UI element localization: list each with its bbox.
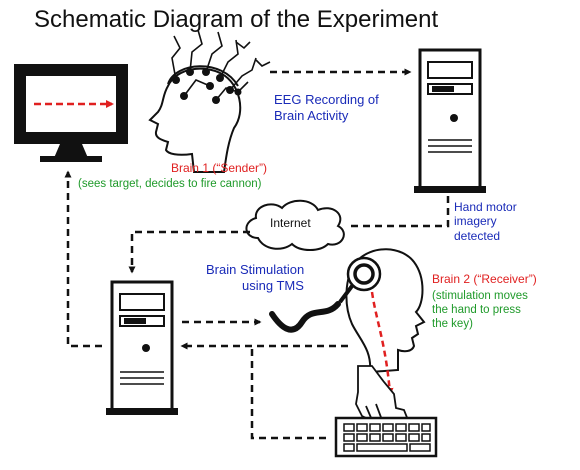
stimulation-label: Brain Stimulation using TMS: [206, 262, 338, 293]
diagram-title: Schematic Diagram of the Experiment: [34, 6, 439, 33]
tms-coil-icon: [269, 256, 382, 333]
brain2-description: (stimulation moves the hand to press the…: [432, 290, 528, 331]
computer-tower-icon: [106, 280, 178, 415]
brain1-description: (sees target, decides to fire cannon): [78, 178, 262, 190]
eeg-label-line: Brain Activity: [274, 107, 349, 123]
hand-motor-line: detected: [454, 228, 501, 243]
keyboard-icon: [334, 416, 438, 458]
eeg-cap-icon: [167, 29, 271, 104]
hand-icon: [355, 365, 410, 426]
brain2-description-line: the hand to press: [432, 303, 521, 316]
brain2-description-line: the key): [432, 317, 473, 330]
sender-head-icon: [148, 67, 242, 173]
stimulation-line: using TMS: [242, 277, 304, 293]
computer-tower-icon: [414, 48, 486, 193]
stimulation-line: Brain Stimulation: [206, 262, 305, 277]
hand-motor-line: imagery: [454, 214, 497, 229]
eeg-label-line: EEG Recording of: [274, 92, 379, 107]
eeg-label: EEG Recording of Brain Activity: [274, 92, 379, 123]
brain2-description-line: (stimulation moves: [432, 290, 528, 302]
cloud-icon: [245, 199, 345, 251]
receiver-head-icon: [345, 248, 426, 374]
hand-motor-label: Hand motor imagery detected: [454, 200, 517, 243]
connectors: [64, 68, 450, 440]
hand-motor-line: Hand motor: [454, 200, 517, 214]
brain2-name-label: Brain 2 (“Receiver”): [432, 272, 537, 286]
monitor-icon: [14, 64, 128, 162]
brain1-name-label: Brain 1 (“Sender”): [170, 161, 268, 175]
internet-label: Internet: [270, 216, 311, 230]
